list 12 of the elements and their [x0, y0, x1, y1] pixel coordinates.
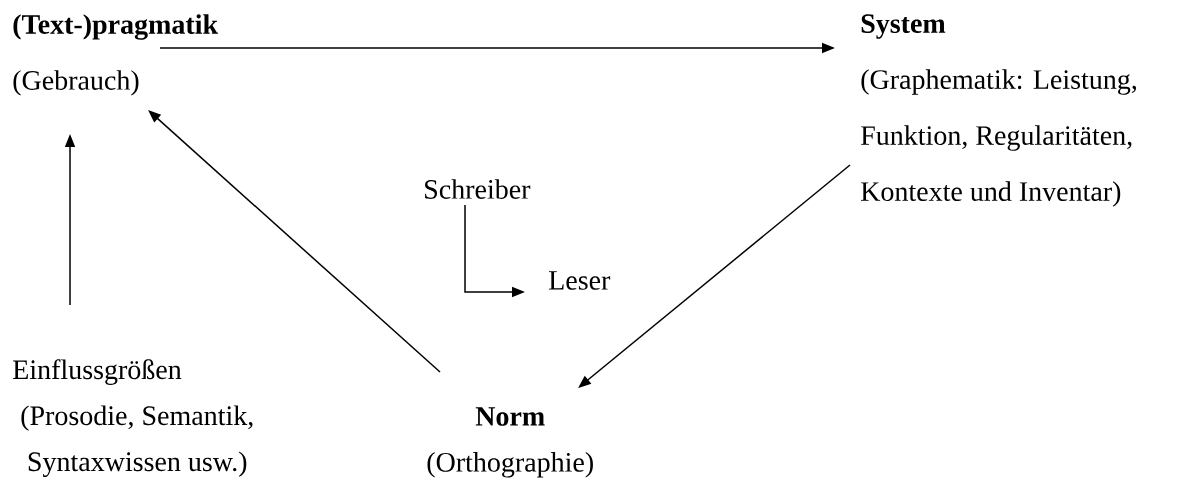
heading: Einflussgrößen: [13, 359, 182, 385]
description: (Orthographie): [427, 452, 593, 478]
description: (Graphematik: Leistung, Funktion, Regularitäten, Kontexte und Inventar): [861, 69, 1137, 207]
heading: Norm: [475, 407, 545, 426]
label: Leser: [549, 271, 611, 290]
heading: System: [861, 14, 946, 39]
arrow: [578, 164, 851, 388]
heading: (Text-)pragmatik: [13, 14, 219, 40]
label: Schreiber: [425, 179, 531, 199]
description: (Prosodie, Semantik, Syntaxwissen usw.): [21, 405, 253, 477]
arrow: [148, 110, 441, 373]
description: (Gebrauch): [13, 70, 139, 96]
